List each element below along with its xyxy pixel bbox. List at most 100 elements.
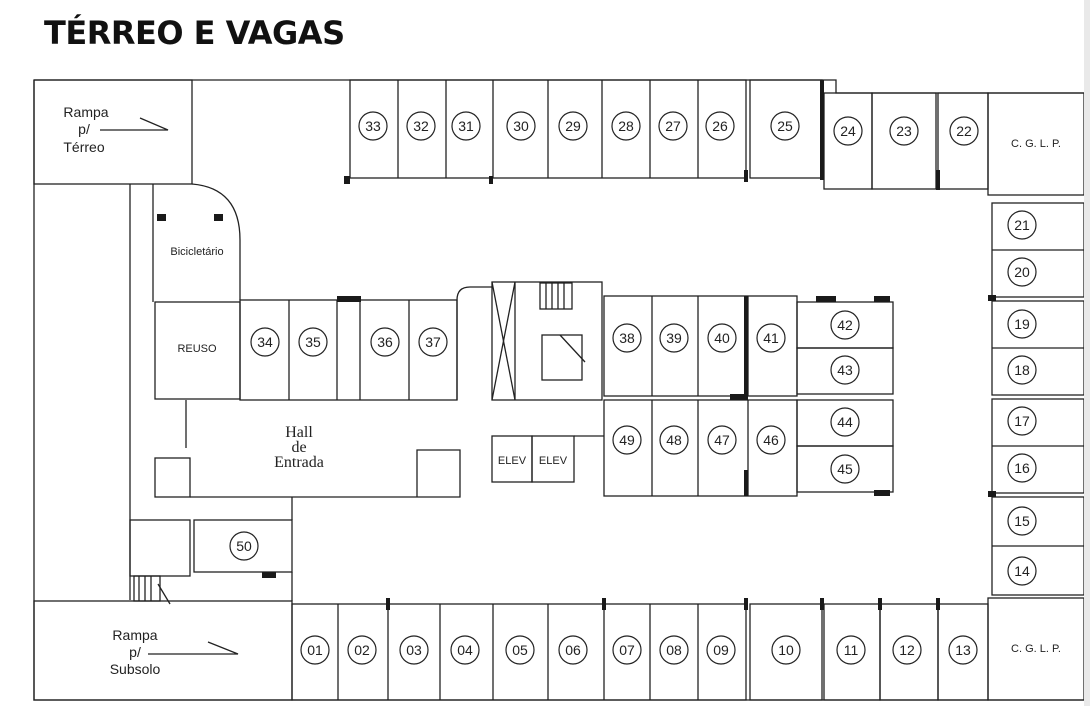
spot-number: 11 <box>844 642 859 658</box>
cglp-label: C. G. L. P. <box>1011 643 1061 655</box>
parking-spot: 24 <box>833 116 863 146</box>
spot-number: 31 <box>458 118 474 134</box>
parking-spot: 20 <box>1007 257 1037 287</box>
spot-circle <box>612 635 642 665</box>
spot-circle <box>756 323 786 353</box>
spot-number: 29 <box>565 118 581 134</box>
spot-circle <box>658 111 688 141</box>
parking-spot: 36 <box>370 327 400 357</box>
bike-room-label: Bicicletário <box>170 246 223 258</box>
parking-spot: 01 <box>300 635 330 665</box>
spot-number: 05 <box>512 642 528 658</box>
spot-circle <box>830 310 860 340</box>
spot-number: 32 <box>413 118 429 134</box>
spot-number: 03 <box>406 642 422 658</box>
spot-circle <box>659 425 689 455</box>
parking-spot: 27 <box>658 111 688 141</box>
spot-number: 40 <box>714 330 730 346</box>
spot-circle <box>771 635 801 665</box>
parking-spot: 31 <box>451 111 481 141</box>
parking-spot: 33 <box>358 111 388 141</box>
spot-circle <box>705 111 735 141</box>
ramp-top-room <box>33 79 193 185</box>
spot-number: 18 <box>1014 362 1030 378</box>
parking-spot: 34 <box>250 327 280 357</box>
ramp-top-label: p/ <box>78 121 90 137</box>
spot-number: 27 <box>665 118 681 134</box>
spot-circle <box>706 635 736 665</box>
spot-number: 22 <box>956 123 972 139</box>
parking-spot: 29 <box>558 111 588 141</box>
spot-circle <box>451 111 481 141</box>
spot-circle <box>1007 309 1037 339</box>
spot-number: 14 <box>1014 563 1030 579</box>
spot-circle <box>892 635 922 665</box>
spot-number: 15 <box>1014 513 1030 529</box>
spot-circle <box>770 111 800 141</box>
spot-circle <box>756 425 786 455</box>
ramp-top-label: Rampa <box>63 104 108 120</box>
parking-spot: 18 <box>1007 355 1037 385</box>
spot-number: 26 <box>712 118 728 134</box>
spot-number: 35 <box>305 334 321 350</box>
spot-circle <box>298 327 328 357</box>
spot-number: 28 <box>618 118 634 134</box>
reuso-label: REUSO <box>177 343 217 355</box>
parking-spot: 22 <box>949 116 979 146</box>
spot-number: 48 <box>666 432 682 448</box>
spot-number: 20 <box>1014 264 1030 280</box>
spot-number: 12 <box>899 642 915 658</box>
parking-spot: 21 <box>1007 210 1037 240</box>
spot-number: 21 <box>1014 217 1030 233</box>
spot-number: 17 <box>1014 413 1030 429</box>
parking-spot: 25 <box>770 111 800 141</box>
parking-spot: 02 <box>347 635 377 665</box>
bike-room-wall <box>191 183 241 300</box>
spot-number: 47 <box>714 432 730 448</box>
spot-number: 45 <box>837 461 853 477</box>
cglp-bottom-room <box>987 597 1084 701</box>
parking-spot: 06 <box>558 635 588 665</box>
hall-label: Hall <box>285 424 313 441</box>
parking-spot: 16 <box>1007 453 1037 483</box>
spot-circle <box>830 355 860 385</box>
stair-core <box>491 281 603 401</box>
spot-number: 09 <box>713 642 729 658</box>
spot-circle <box>707 323 737 353</box>
parking-spot: 30 <box>506 111 536 141</box>
spot-number: 34 <box>257 334 273 350</box>
spot-number: 38 <box>619 330 635 346</box>
parking-spot: 47 <box>707 425 737 455</box>
parking-spot: 42 <box>830 310 860 340</box>
spot-number: 49 <box>619 432 635 448</box>
spot-number: 04 <box>457 642 473 658</box>
spot-circle <box>1007 257 1037 287</box>
parking-spot: 38 <box>612 323 642 353</box>
parking-spot: 09 <box>706 635 736 665</box>
parking-spot: 37 <box>418 327 448 357</box>
spot-circle <box>229 531 259 561</box>
spot-50-box <box>193 519 293 573</box>
spot-number: 10 <box>778 642 794 658</box>
parking-spot: 32 <box>406 111 436 141</box>
spot-circle <box>1007 210 1037 240</box>
parking-spot: 13 <box>948 635 978 665</box>
hall-wall <box>190 449 461 498</box>
spot-number: 50 <box>236 538 252 554</box>
parking-spot: 19 <box>1007 309 1037 339</box>
parking-spot: 46 <box>756 425 786 455</box>
spot-circle <box>659 323 689 353</box>
spot-number: 16 <box>1014 460 1030 476</box>
spot-circle <box>836 635 866 665</box>
parking-spot: 07 <box>612 635 642 665</box>
spot-circle <box>1007 355 1037 385</box>
spot-number: 06 <box>565 642 581 658</box>
spot-circle <box>659 635 689 665</box>
parking-spot: 35 <box>298 327 328 357</box>
spot-number: 39 <box>666 330 682 346</box>
ramp-bottom-label: Rampa <box>112 627 157 643</box>
spot-number: 46 <box>763 432 779 448</box>
spot-number: 30 <box>513 118 529 134</box>
